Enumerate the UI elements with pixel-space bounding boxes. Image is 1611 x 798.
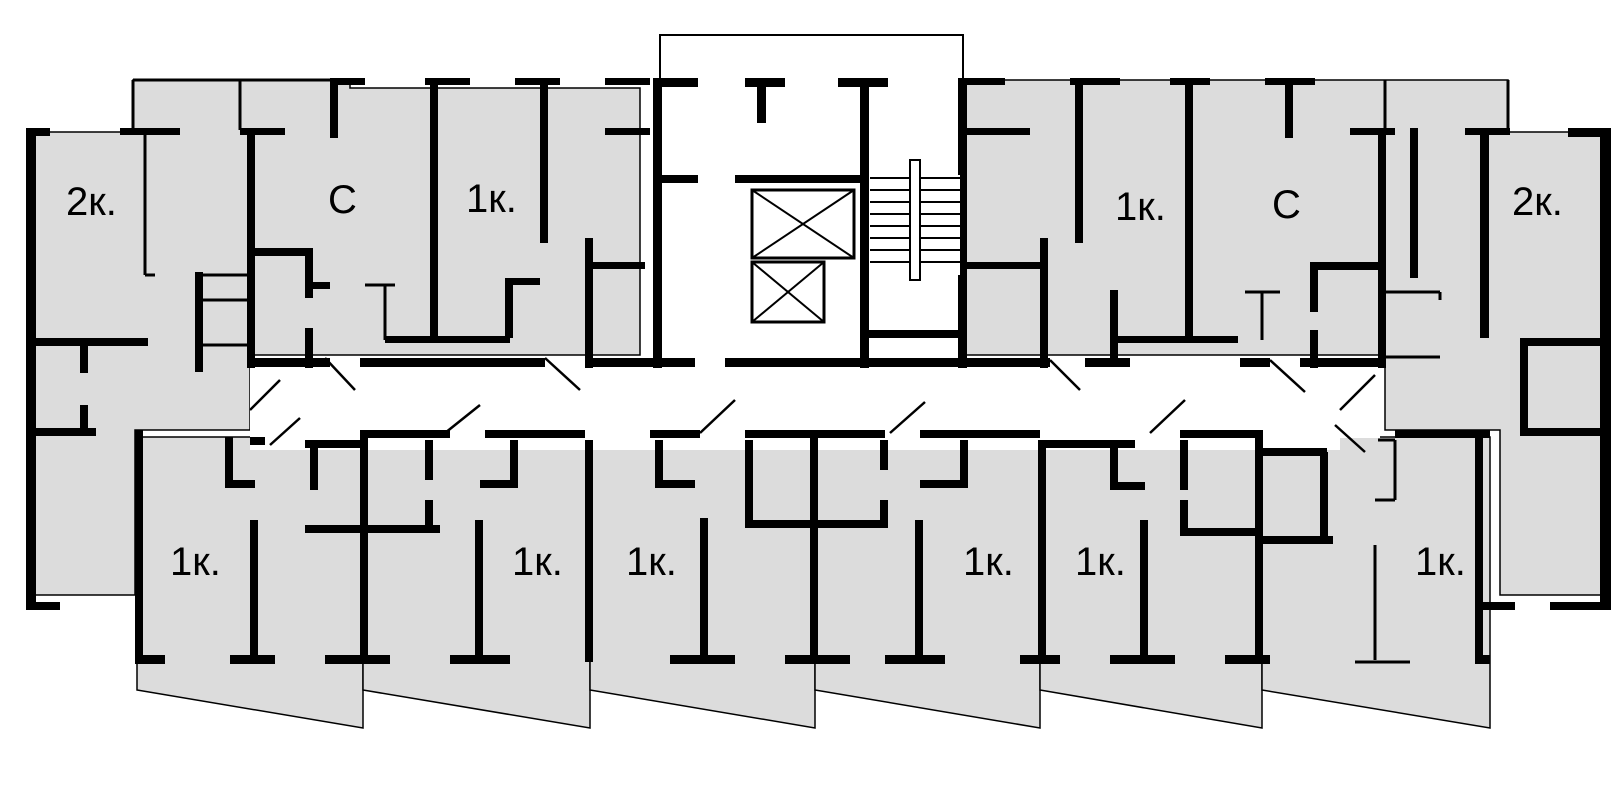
label-top-left-studio: С [328, 178, 357, 222]
walls [26, 78, 1611, 664]
apartment-bottom-5[interactable] [1039, 436, 1263, 729]
label-bottom-1: 1к. [170, 540, 221, 584]
label-top-left-2k: 2к. [66, 180, 117, 224]
doors [249, 357, 1376, 453]
label-bottom-3: 1к. [626, 540, 677, 584]
label-bottom-5: 1к. [1075, 540, 1126, 584]
label-top-right-studio: С [1272, 183, 1301, 227]
thin-lines [131, 78, 1510, 664]
label-bottom-4: 1к. [963, 540, 1014, 584]
label-top-left-1k: 1к. [466, 177, 517, 221]
label-bottom-6: 1к. [1415, 540, 1466, 584]
corridor [250, 365, 1380, 450]
label-top-right-1k: 1к. [1115, 185, 1166, 229]
apartment-labels: 2к. С 1к. 1к. С 2к. 1к. 1к. 1к. 1к. 1к. … [66, 177, 1563, 584]
label-bottom-2: 1к. [512, 540, 563, 584]
label-top-right-2k: 2к. [1512, 180, 1563, 224]
